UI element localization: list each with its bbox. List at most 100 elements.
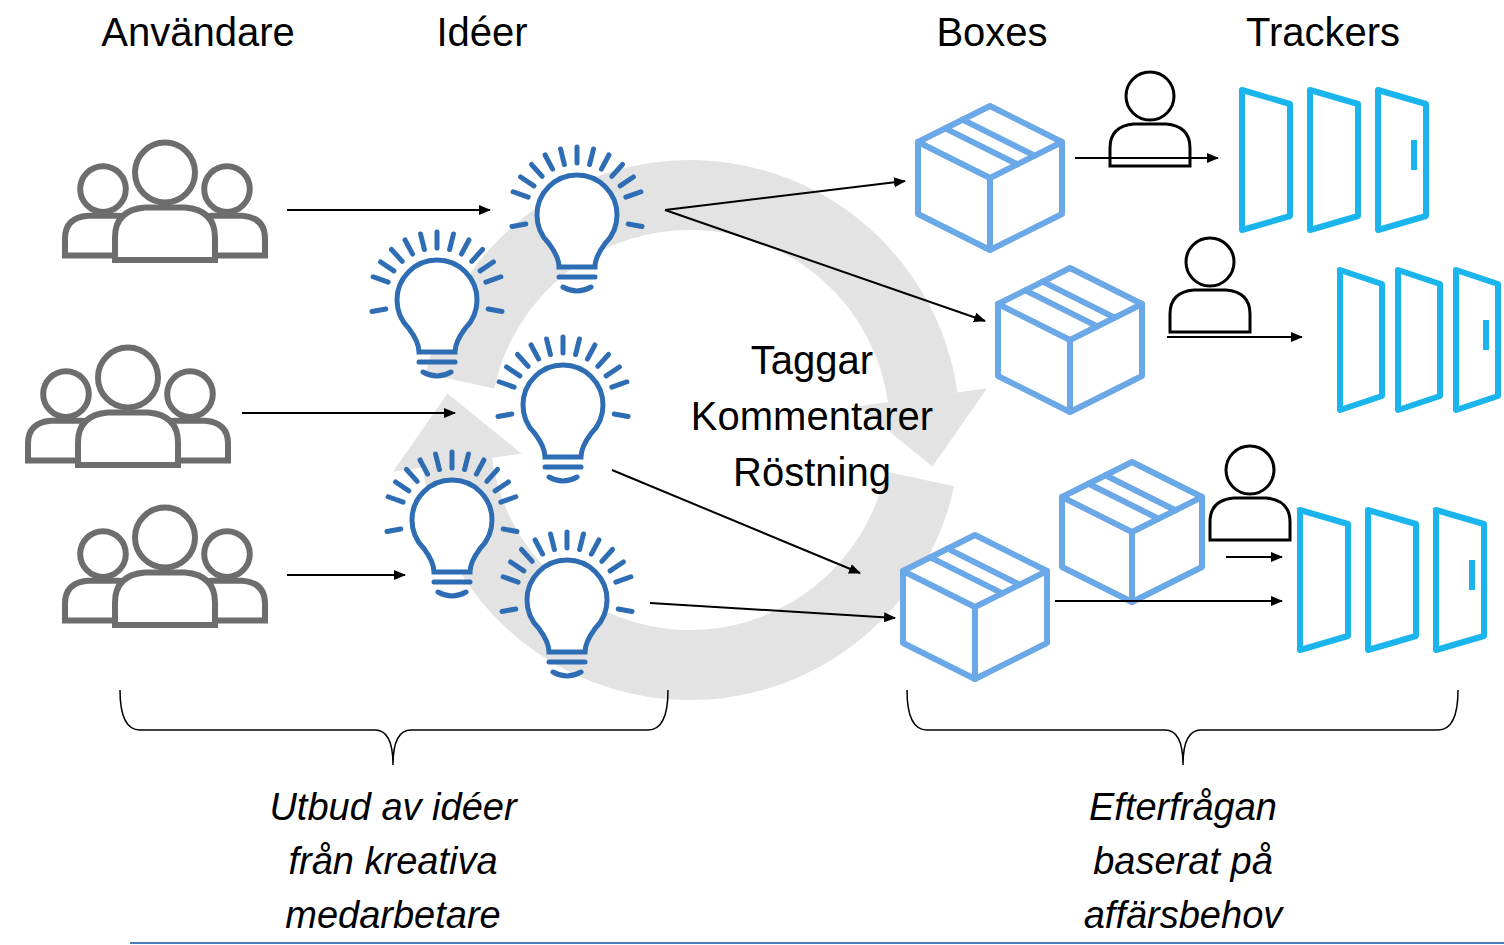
- box-tape: [1025, 282, 1114, 327]
- box-edge: [918, 142, 1062, 250]
- person-icon: [1170, 238, 1250, 332]
- bracket: [120, 690, 668, 765]
- bulb-ray: [502, 609, 516, 611]
- bulb-ray: [628, 224, 642, 226]
- bulb-ray: [598, 354, 609, 366]
- bulb-ray: [461, 240, 469, 254]
- person-body: [1170, 290, 1250, 332]
- bulb-glass: [537, 175, 617, 267]
- person-head: [80, 166, 126, 212]
- bulb-glass: [397, 260, 477, 352]
- person-head: [80, 531, 126, 577]
- box-outline: [903, 535, 1047, 679]
- person-icon: [1210, 446, 1290, 540]
- bulb-base: [423, 372, 451, 376]
- bulb-ray: [547, 339, 551, 355]
- bulb-ray: [476, 460, 484, 474]
- bulb-ray: [387, 529, 401, 531]
- person-head: [98, 348, 158, 408]
- person-head: [135, 143, 195, 203]
- person-head: [1226, 446, 1274, 494]
- bulb-ray: [450, 234, 454, 250]
- caption-label: Utbud av idéer från kreativa medarbetare: [243, 780, 543, 942]
- arrow: [665, 210, 985, 321]
- tracker-column: [1340, 270, 1382, 410]
- tracker-column: [1368, 510, 1416, 650]
- bulb-ray: [486, 277, 501, 282]
- bulb-ray: [531, 345, 539, 359]
- tracker-icon: [1300, 510, 1484, 650]
- bulb-ray: [535, 540, 543, 554]
- icons: [28, 72, 1498, 679]
- bulb-ray: [601, 155, 609, 169]
- box-tape: [945, 120, 1034, 165]
- bulb-ray: [626, 192, 641, 197]
- rule-line: [130, 942, 1504, 944]
- bulb-ray: [450, 452, 455, 468]
- bulb-ray: [620, 177, 633, 186]
- box-outline: [918, 106, 1062, 250]
- bulb-glass: [527, 560, 607, 652]
- bulb-base: [438, 592, 466, 596]
- person-icon: [1110, 72, 1190, 166]
- bulb-ray: [396, 482, 409, 491]
- arrow: [650, 603, 895, 618]
- bulb-ray: [381, 262, 394, 271]
- box-tape: [930, 549, 1019, 594]
- bulb-ray: [521, 177, 534, 186]
- person-body: [1110, 124, 1190, 166]
- bulb-ray: [373, 277, 388, 282]
- arrow: [1075, 157, 1218, 159]
- bulb-ray: [499, 382, 514, 387]
- lightbulb-icon: [498, 337, 628, 481]
- bulb-ray: [591, 540, 599, 554]
- bulb-ray: [602, 549, 613, 561]
- column-heading: Idéer: [436, 8, 527, 56]
- caption-label: Efterfrågan baserat på affärsbehov: [1052, 780, 1314, 942]
- arrow: [242, 412, 455, 414]
- bulb-ray: [513, 192, 528, 197]
- center-label: Taggar Kommentarer Röstning: [681, 332, 943, 500]
- bulb-ray: [517, 354, 528, 366]
- bulb-base: [559, 275, 595, 280]
- arrow: [665, 181, 905, 210]
- person-head: [167, 371, 213, 417]
- bulb-ray: [498, 414, 512, 416]
- bulb-ray: [501, 497, 516, 502]
- tracker-column: [1398, 270, 1440, 410]
- box-tape: [1089, 475, 1176, 518]
- bulb-ray: [587, 345, 595, 359]
- tracker-mark: [1469, 560, 1475, 590]
- arrow: [287, 574, 405, 576]
- bulb-base: [545, 465, 581, 470]
- bulb-ray: [372, 309, 386, 311]
- bulb-ray: [580, 534, 584, 550]
- tracker-column: [1456, 270, 1498, 410]
- bulb-ray: [575, 147, 580, 163]
- box-icon: [998, 268, 1142, 412]
- bulb-ray: [507, 367, 520, 376]
- brackets: [120, 690, 1458, 765]
- tracker-icon: [1242, 90, 1426, 230]
- bulb-ray: [488, 309, 502, 311]
- person-icon: [78, 348, 178, 466]
- box-edge: [903, 571, 1047, 679]
- bulb-ray: [503, 529, 517, 531]
- bulb-ray: [561, 149, 565, 165]
- cycle-arrowhead: [393, 393, 522, 471]
- lightbulb-icon: [512, 147, 642, 291]
- column-heading: Trackers: [1246, 8, 1400, 56]
- bulb-ray: [612, 164, 623, 176]
- person-head: [1186, 238, 1234, 286]
- bulb-ray: [420, 460, 428, 474]
- tracker-mark: [1483, 320, 1489, 350]
- bulb-glass: [523, 365, 603, 457]
- person-head: [204, 531, 250, 577]
- box-outline: [1062, 462, 1202, 602]
- box-outline: [998, 268, 1142, 412]
- flow-arrows: [242, 158, 1302, 618]
- person-body: [115, 573, 215, 626]
- bulb-ray: [565, 532, 570, 548]
- person-head: [204, 166, 250, 212]
- bulb-base: [553, 672, 581, 676]
